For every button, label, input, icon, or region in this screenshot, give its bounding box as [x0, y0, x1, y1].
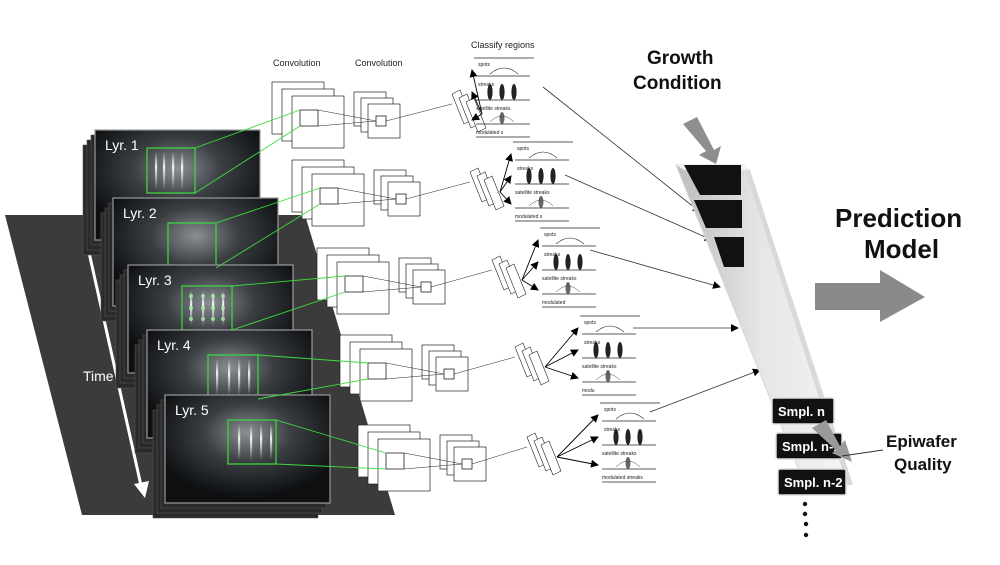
growth-condition-line1: Growth	[647, 48, 714, 69]
classification-panels: spots streaks satellite streaks modulated s…	[469, 57, 660, 483]
class-satellite-streaks: satellite streaks	[542, 276, 577, 282]
class-streaks: streaks	[584, 340, 601, 346]
continuation-dots	[802, 501, 809, 538]
class-satellite-streaks: satellite streaks	[476, 106, 511, 112]
cnn-blocks	[194, 81, 562, 492]
convolution-header-1: Convolution	[273, 58, 321, 68]
cnn-block-5	[275, 419, 562, 492]
class-panel-3: spots streaks satellite streaks modulated	[521, 227, 600, 308]
class-streaks: streaks	[478, 82, 495, 88]
class-modulated: modu	[582, 388, 595, 394]
epiwafer-quality-line2: Quality	[894, 455, 952, 474]
sample-label: Smpl. n-1	[782, 439, 841, 454]
growth-slot-1	[684, 165, 741, 195]
sample-tag-3: Smpl. n-2	[777, 468, 847, 496]
class-modulated: modulated streaks	[602, 475, 643, 481]
class-satellite-streaks: satellite streaks	[602, 451, 637, 457]
growth-condition-line2: Condition	[633, 73, 722, 94]
epiwafer-quality-line1: Epiwafer	[886, 432, 957, 451]
class-panel-5: spots streaks satellite streaks modulated s…	[556, 402, 660, 483]
class-modulated: modulated s	[476, 130, 504, 136]
cnn-block-4	[257, 334, 550, 402]
class-streaks: streaks	[517, 166, 534, 172]
growth-slot-3	[714, 237, 744, 267]
prediction-output-arrow	[815, 270, 925, 322]
feature-arrows	[542, 86, 761, 413]
class-spots: spots	[604, 407, 616, 413]
convolution-header-2: Convolution	[355, 58, 403, 68]
sample-tag-1: Smpl. n	[771, 397, 835, 425]
cnn-block-1	[194, 81, 487, 194]
layer-label: Lyr. 5	[175, 402, 209, 418]
class-panel-4: spots streaks satellite streaks modu	[544, 315, 640, 396]
class-spots: spots	[584, 320, 596, 326]
region-of-interest-box	[227, 419, 277, 465]
class-modulated: modulated s	[515, 214, 543, 220]
layer-label: Lyr. 4	[157, 337, 191, 353]
class-spots: spots	[478, 62, 490, 68]
class-streaks: streaks	[544, 252, 561, 258]
rheed-layer-stack: Lyr. 1 Lyr. 2 Lyr. 3 Lyr. 4 Lyr. 5	[82, 129, 331, 519]
class-spots: spots	[544, 232, 556, 238]
time-arrow-head	[134, 481, 149, 498]
layer-label: Lyr. 2	[123, 205, 157, 221]
rheed-layer-5: Lyr. 5	[152, 394, 331, 519]
rheed-image	[164, 394, 331, 504]
growth-condition-arrow	[683, 117, 721, 164]
class-satellite-streaks: satellite streaks	[515, 190, 550, 196]
epiwafer-pointer	[841, 449, 884, 457]
class-modulated: modulated	[542, 300, 566, 306]
sample-label: Smpl. n	[778, 404, 825, 419]
layer-label: Lyr. 1	[105, 137, 139, 153]
classify-regions-header: Classify regions	[471, 40, 535, 50]
class-spots: spots	[517, 146, 529, 152]
class-streaks: streaks	[604, 427, 621, 433]
region-of-interest-box	[146, 147, 196, 194]
epiwafer-quality-arrow	[812, 420, 852, 462]
time-arrow	[86, 247, 144, 491]
class-panel-1: spots streaks satellite streaks modulated s	[469, 57, 534, 138]
prediction-model-line2: Model	[864, 234, 939, 264]
prediction-model-line1: Prediction	[835, 203, 962, 233]
time-label: Time	[83, 368, 114, 384]
sample-label: Smpl. n-2	[784, 475, 843, 490]
class-satellite-streaks: satellite streaks	[582, 364, 617, 370]
growth-slot-2	[694, 200, 742, 228]
cnn-block-2	[215, 159, 505, 269]
class-panel-2: spots streaks satellite streaks modulated s	[499, 141, 573, 222]
layer-label: Lyr. 3	[138, 272, 172, 288]
cnn-block-3	[231, 247, 527, 331]
